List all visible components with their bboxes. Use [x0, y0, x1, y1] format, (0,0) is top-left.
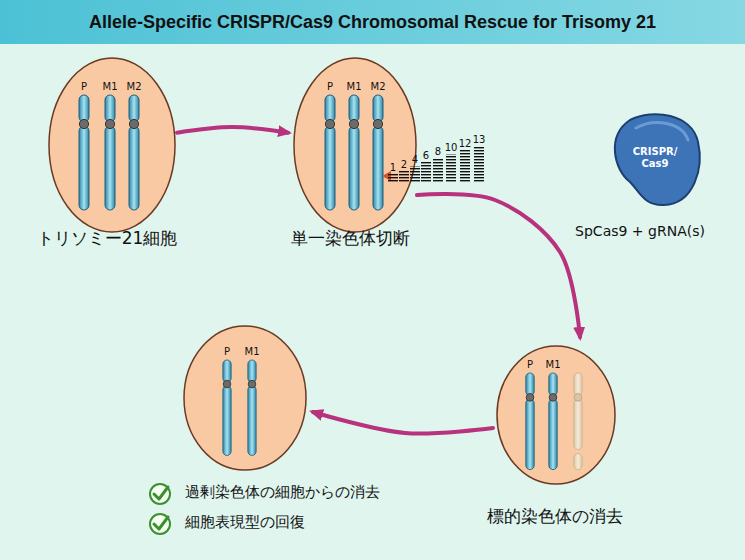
- cut-count-number: 12: [455, 138, 475, 149]
- cut-stack: [399, 171, 409, 182]
- cut-stack: [474, 146, 484, 182]
- chromosome: [549, 373, 557, 470]
- cut-site-marker: [382, 171, 391, 181]
- chromosome: [223, 360, 231, 455]
- cut-count-number: 6: [416, 150, 436, 161]
- check-circle: [150, 514, 170, 534]
- chromosome-label: M1: [538, 359, 568, 371]
- title-banner: [0, 0, 745, 44]
- check-circle: [150, 484, 170, 504]
- process-arrow: [417, 194, 580, 337]
- cell-caption: トリソミー21細胞: [0, 229, 217, 249]
- faded-chromosome: [574, 373, 582, 470]
- chromosome: [79, 95, 89, 210]
- chromosome: [248, 360, 256, 455]
- chromosome: [526, 373, 534, 470]
- chromosome-label: M1: [95, 81, 125, 93]
- chromosome-label: M1: [237, 346, 267, 358]
- cell-ellipse: PM1M2単一染色体切断: [293, 57, 417, 233]
- protein-shape: [615, 114, 700, 205]
- chromosome: [349, 95, 359, 210]
- chromosome-label: M2: [363, 81, 393, 93]
- chromosome: [526, 373, 534, 470]
- cell-caption: 単一染色体切断: [240, 229, 460, 249]
- chromosome: [373, 95, 383, 210]
- cut-stack: [460, 150, 470, 182]
- reagent-label: SpCas9 + gRNA(s): [560, 223, 720, 239]
- chromosome: [248, 360, 256, 455]
- cut-stack: [446, 154, 456, 182]
- cut-stack: [410, 166, 420, 182]
- check-mark: [154, 517, 168, 529]
- cell-caption: 標的染色体の消去: [445, 507, 665, 527]
- cut-stack: [421, 162, 431, 182]
- cell-ellipse: PM1標的染色体の消去: [496, 345, 616, 485]
- cut-count-number: 4: [405, 154, 425, 165]
- cut-count-number: 1: [383, 162, 403, 173]
- chromosome-label: M2: [119, 81, 149, 93]
- cut-count-number: 2: [394, 159, 414, 170]
- cas9-protein: CRISPR/ Cas9SpCas9 + gRNA(s): [608, 110, 703, 208]
- cut-stack: [433, 158, 443, 182]
- cut-stack: [388, 174, 398, 182]
- chromosome: [325, 95, 335, 210]
- chromosome: [105, 95, 115, 210]
- chromosome-label: P: [515, 359, 545, 371]
- cut-count-number: 10: [441, 142, 461, 153]
- protein-highlight: [636, 123, 688, 140]
- cell-membrane: [49, 58, 175, 232]
- cell-ellipse: PM1過剰染色体の細胞からの消去細胞表現型の回復: [183, 325, 307, 471]
- cell-membrane: [294, 58, 416, 232]
- outcome-item: 細胞表現型の回復: [185, 514, 465, 531]
- cut-count-number: 13: [469, 134, 489, 145]
- chromosome-label: P: [212, 346, 242, 358]
- outcome-item: 過剰染色体の細胞からの消去: [185, 484, 465, 501]
- check-mark: [154, 487, 168, 499]
- diagram-title: Allele-Specific CRISPR/Cas9 Chromosomal …: [0, 0, 745, 44]
- cell-membrane: [184, 326, 306, 470]
- chromosome: [549, 373, 557, 470]
- chromosome: [223, 360, 231, 455]
- cell-ellipse: PM1M2トリソミー21細胞: [48, 57, 176, 233]
- faded-chromosome: [574, 373, 582, 470]
- chromosome-label: M1: [339, 81, 369, 93]
- protein-label: CRISPR/ Cas9: [624, 146, 686, 169]
- process-arrow: [177, 127, 288, 133]
- process-arrow: [313, 412, 493, 433]
- chromosome-label: P: [69, 81, 99, 93]
- chromosome-label: P: [315, 81, 345, 93]
- chromosome: [129, 95, 139, 210]
- cell-membrane: [497, 346, 615, 484]
